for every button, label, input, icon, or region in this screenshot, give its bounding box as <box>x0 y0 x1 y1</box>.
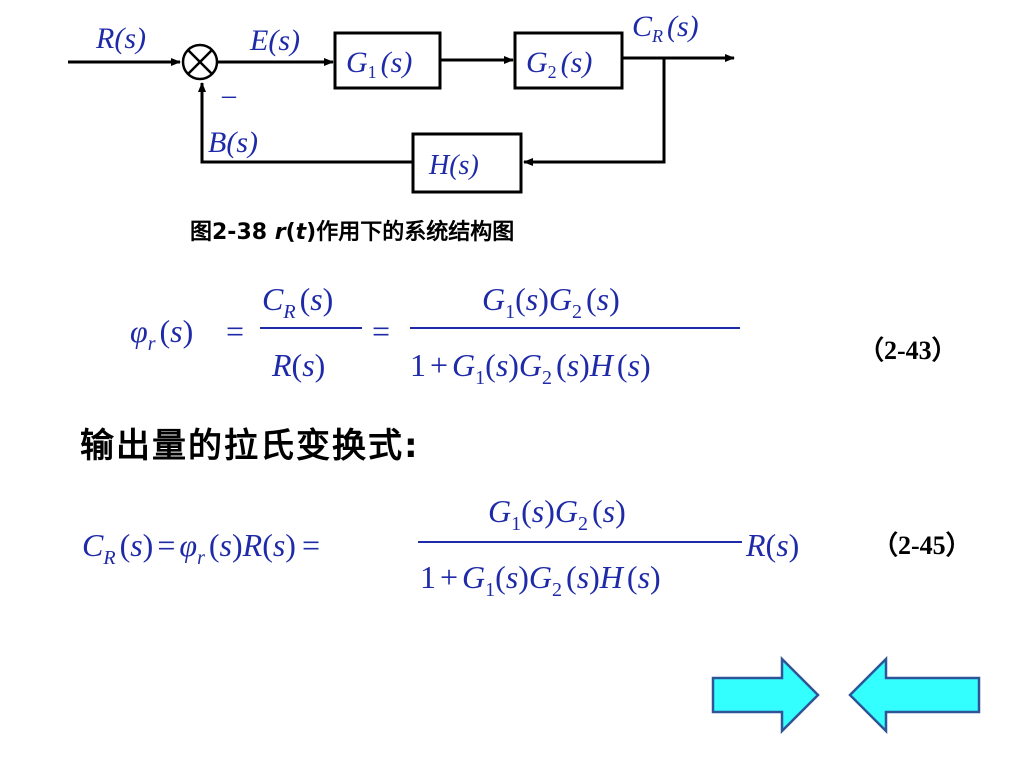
svg-text:G1(s)G2(s): G1(s)G2(s) <box>488 493 626 535</box>
figure-caption: 图2-38 r(t)作用下的系统结构图 <box>190 214 514 246</box>
caption-open: ( <box>285 220 296 245</box>
svg-text:R(s): R(s) <box>271 347 325 383</box>
feedback-label: B(s) <box>208 126 258 159</box>
summing-junction <box>181 43 219 81</box>
error-label: E(s) <box>249 24 300 57</box>
caption-var: r <box>274 220 286 245</box>
block-g2 <box>513 31 624 90</box>
minus-sign: – <box>221 80 237 111</box>
equation-2-43: φr(s) = CR(s) R(s) = G1(s)G2(s) 1+G1(s)G… <box>130 281 740 389</box>
feedback-path-left <box>198 82 413 164</box>
svg-text:1+G1(s)G2(s)H(s): 1+G1(s)G2(s)H(s) <box>410 347 651 389</box>
feedback-path-right <box>523 58 666 166</box>
output-label: CR(s) <box>632 10 699 46</box>
caption-suffix: 作用下的系统结构图 <box>316 220 515 245</box>
block-g1 <box>333 31 442 90</box>
block-diagram: R(s) E(s) G1(s) G2(s) CR(s) H(s) – B(s) <box>68 10 735 194</box>
block-g2-label: G2(s) <box>526 46 592 82</box>
equation-number-2-45: （2-45） <box>872 531 972 560</box>
block-h <box>411 132 523 194</box>
arrow-right-icon[interactable] <box>710 656 822 734</box>
caption-var2: t <box>295 220 307 245</box>
svg-text:=: = <box>372 313 390 349</box>
svg-text:φr(s): φr(s) <box>130 313 193 355</box>
svg-text:G1(s)G2(s): G1(s)G2(s) <box>482 281 620 323</box>
section-heading: 输出量的拉氏变换式: <box>80 426 420 466</box>
svg-text:=: = <box>226 313 244 349</box>
svg-text:CR(s)=φr(s)R(s)=: CR(s)=φr(s)R(s)= <box>82 527 320 569</box>
equation-2-45: CR(s)=φr(s)R(s)= G1(s)G2(s) 1+G1(s)G2(s)… <box>82 493 799 601</box>
equation-number-2-43: （2-43） <box>858 336 958 365</box>
input-label: R(s) <box>95 22 146 55</box>
svg-text:R(s): R(s) <box>745 527 799 563</box>
block-h-label: H(s) <box>428 150 479 181</box>
svg-text:CR(s): CR(s) <box>262 281 333 323</box>
arrow-left-icon[interactable] <box>846 656 982 734</box>
caption-prefix: 图2-38 <box>190 220 275 245</box>
caption-close: ) <box>306 220 317 245</box>
svg-text:1+G1(s)G2(s)H(s): 1+G1(s)G2(s)H(s) <box>420 559 661 601</box>
block-g1-label: G1(s) <box>346 46 412 82</box>
